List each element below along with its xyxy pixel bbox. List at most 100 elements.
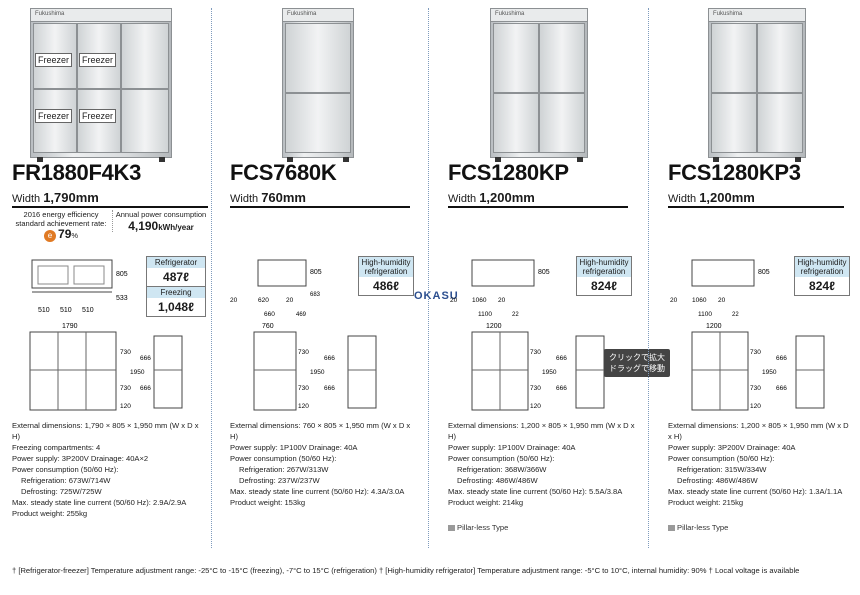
dim-label: 730 (120, 385, 131, 392)
product-photo: Fukushima (490, 8, 588, 162)
front-view-diagram: 1790 730 730 120 1950 666 666 (29, 323, 183, 411)
dim-label: 1790 (62, 323, 78, 330)
foot (159, 157, 165, 162)
product-column-fcs7680k: Fukushima FCS7680K Width 760mm 805 683 2… (230, 0, 420, 555)
dim-label: 1950 (542, 369, 557, 376)
dim-label: 120 (530, 403, 541, 410)
title-rule (448, 206, 628, 208)
top-view-diagram: 805 683 20 620 20 660 469 (230, 259, 322, 318)
door (539, 93, 585, 153)
dim-label: 683 (310, 292, 321, 298)
dim-label: 1060 (692, 297, 707, 304)
width-spec: Width 1,200mm (668, 190, 755, 205)
pillar-less-note: Pillar-less Type (668, 523, 728, 532)
front-view-diagram: 1200 730 730 120 1950 666 666 (471, 323, 605, 411)
dim-label: 805 (310, 269, 322, 276)
foot (37, 157, 43, 162)
pillar-less-note: Pillar-less Type (448, 523, 508, 532)
watermark: OKASU (414, 290, 459, 302)
dim-label: 730 (298, 385, 309, 392)
column-separator (648, 8, 649, 548)
dim-label: 20 (230, 297, 238, 304)
dim-label: 1200 (486, 323, 502, 330)
control-panel: Fukushima (31, 9, 171, 22)
control-panel: Fukushima (491, 9, 587, 22)
energy-efficiency-label: 2016 energy efficiency standard achievem… (15, 210, 107, 228)
model-name: FCS1280KP (448, 160, 569, 185)
dim-label: 666 (140, 385, 151, 392)
annual-power: Annual power consumption 4,190kWh/year (112, 210, 209, 232)
foot (343, 157, 349, 162)
top-view-diagram: 805 20 1060 20 1100 22 (670, 259, 770, 318)
brand-logo: Fukushima (35, 11, 65, 17)
dim-label: 666 (776, 355, 787, 362)
spec-list: External dimensions: 1,200 × 805 × 1,950… (668, 421, 849, 507)
dim-label: 666 (324, 355, 335, 362)
capacity-high-humidity: High-humidity refrigeration 824ℓ (576, 256, 632, 296)
dim-label: 22 (512, 312, 519, 318)
dim-label: 666 (556, 385, 567, 392)
footer-notes: † [Refrigerator-freezer] Temperature adj… (12, 566, 800, 575)
freezer-label: Freezer (79, 53, 117, 67)
dim-label: 666 (556, 355, 567, 362)
energy-icon: e (43, 230, 56, 243)
door (757, 93, 803, 153)
energy-efficiency: 2016 energy efficiency standard achievem… (12, 210, 110, 243)
product-photo: Fukushima (282, 8, 354, 162)
brand-logo: Fukushima (713, 11, 743, 17)
product-column-fcs1280kp3: Fukushima FCS1280KP3 Width 1,200mm 805 2… (668, 0, 854, 555)
door (285, 23, 351, 93)
annual-power-value: 4,190 (128, 219, 159, 233)
brand-logo: Fukushima (495, 11, 525, 17)
foot (495, 157, 501, 162)
dim-label: 120 (750, 403, 761, 410)
dim-label: 730 (530, 385, 541, 392)
dim-label: 510 (82, 307, 94, 314)
energy-efficiency-value: 79 (58, 227, 72, 241)
dim-label: 120 (298, 403, 309, 410)
dim-label: 510 (38, 307, 50, 314)
annual-power-label: Annual power consumption (115, 210, 207, 219)
control-panel: Fukushima (709, 9, 805, 22)
dim-label: 20 (718, 297, 726, 304)
door (493, 23, 539, 93)
capacity-freezing: Freezing 1,048ℓ (146, 286, 206, 317)
dim-label: 730 (120, 349, 131, 356)
dim-label: 620 (258, 297, 269, 304)
title-rule (668, 206, 844, 208)
foot (287, 157, 293, 162)
top-view-diagram: 805 20 1060 20 1100 22 (450, 259, 550, 318)
dim-label: 20 (670, 297, 678, 304)
model-name: FR1880F4K3 (12, 160, 142, 185)
dim-label: 805 (758, 269, 770, 276)
front-view-diagram: 760 730 730 120 1950 666 666 (253, 323, 377, 411)
product-photo: Fukushima Freezer Freezer Freezer Freeze… (30, 8, 172, 162)
door (711, 23, 757, 93)
model-name: FCS1280KP3 (668, 160, 801, 185)
dim-label: 510 (60, 307, 72, 314)
dim-label: 20 (450, 297, 458, 304)
foot (795, 157, 801, 162)
capacity-high-humidity: High-humidity refrigeration 824ℓ (794, 256, 850, 296)
title-rule (12, 206, 208, 208)
spec-list: External dimensions: 1,790 × 805 × 1,950… (12, 421, 199, 518)
dim-label: 1950 (762, 369, 777, 376)
dim-label: 1100 (478, 311, 492, 318)
door (285, 93, 351, 153)
top-view-diagram: 805 533 510 510 510 (31, 259, 128, 314)
title-rule (230, 206, 410, 208)
door (539, 23, 585, 93)
front-view-diagram: 1200 730 730 120 1950 666 666 (691, 323, 825, 411)
capacity-high-humidity: High-humidity refrigeration 486ℓ (358, 256, 414, 296)
product-photo: Fukushima (708, 8, 806, 162)
width-spec: Width 1,200mm (448, 190, 535, 205)
dim-label: 805 (538, 269, 550, 276)
width-spec: Width 760mm (230, 190, 306, 205)
column-separator (211, 8, 212, 548)
brand-logo: Fukushima (287, 11, 317, 17)
dim-label: 120 (120, 403, 131, 410)
model-name: FCS7680K (230, 160, 337, 185)
door (121, 23, 169, 89)
dim-label: 730 (530, 349, 541, 356)
dim-label: 1200 (706, 323, 722, 330)
